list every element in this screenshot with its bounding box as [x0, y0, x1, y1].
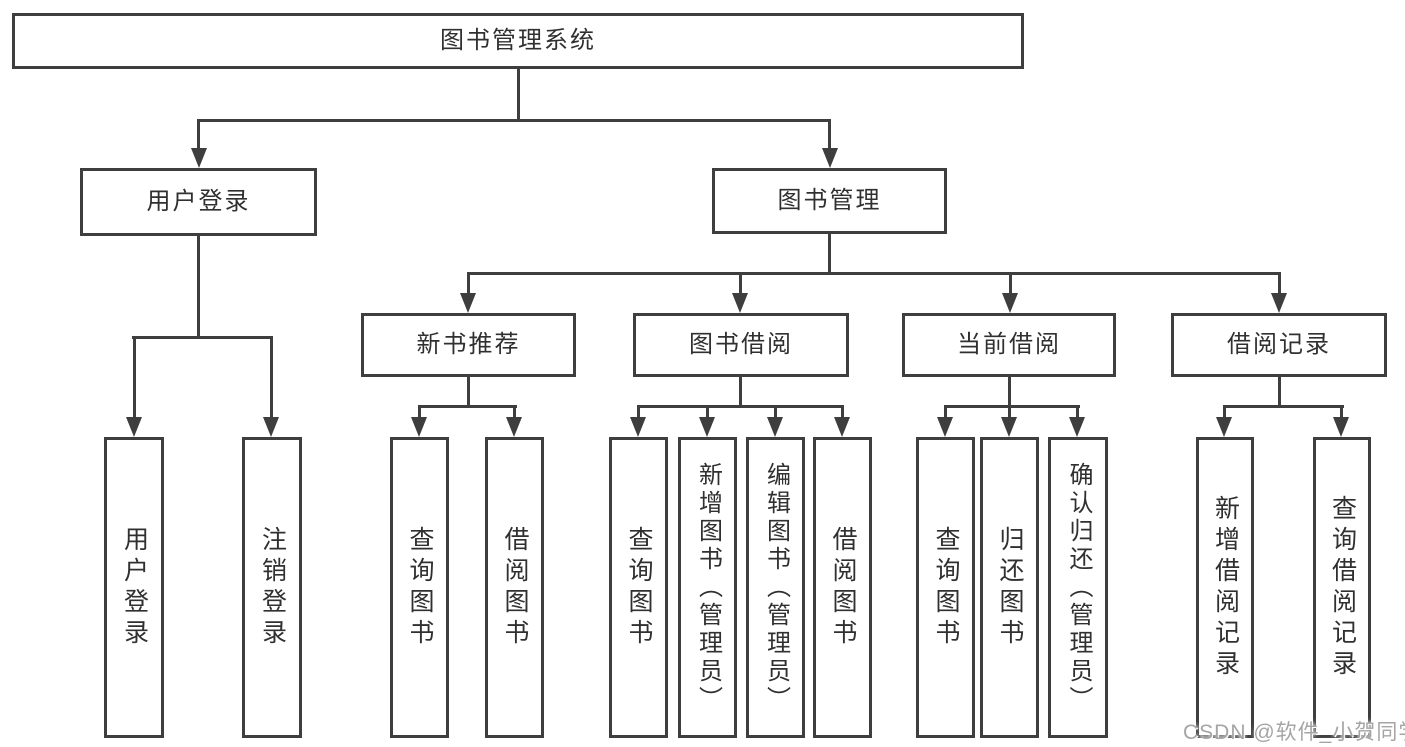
leaf-current-query-books-box: 查询图书 — [916, 437, 975, 738]
arrow-down-icon — [1333, 417, 1349, 437]
connector-book-mgmt-stem-line — [828, 119, 831, 148]
arrow-down-icon — [822, 148, 838, 168]
leaf-user-login-label: 用户登录 — [120, 525, 149, 650]
connector-login-group-stem-line — [197, 236, 200, 336]
node-borrow-record-label: 借阅记录 — [1227, 331, 1331, 358]
arrow-down-icon — [1216, 417, 1232, 437]
leaf-query-borrow-record-box: 查询借阅记录 — [1313, 437, 1371, 738]
leaf-rec-borrow-books-box: 借阅图书 — [485, 437, 544, 738]
connector-mgmt-group-stem-line — [828, 234, 831, 272]
leaf-logout-box: 注销登录 — [242, 437, 302, 738]
leaf-confirm-return-admin-label: 确认归还（管理员） — [1065, 461, 1092, 714]
connector-c3-stem-line — [1076, 405, 1079, 417]
arrow-down-icon — [767, 417, 783, 437]
connector-groupC-stem-line — [1008, 377, 1011, 405]
connector-login-leaf1-stem-line — [133, 336, 136, 417]
arrow-down-icon — [732, 293, 748, 313]
connector-current-borrow-stem-line — [1009, 272, 1012, 293]
node-user-login-label: 用户登录 — [146, 188, 251, 215]
leaf-borrow-query-books-label: 查询图书 — [625, 525, 653, 650]
arrow-down-icon — [460, 293, 476, 313]
connector-b3-stem-line — [774, 405, 777, 417]
connector-login-leaf2-stem-line — [270, 336, 273, 417]
connector-user-login-stem-line — [197, 119, 200, 148]
connector-c1-stem-line — [944, 405, 947, 417]
leaf-add-books-admin-label: 新增图书（管理员） — [694, 461, 722, 714]
node-new-book-rec-box: 新书推荐 — [361, 313, 576, 377]
leaf-return-books-box: 归还图书 — [980, 437, 1039, 738]
node-root-box: 图书管理系统 — [12, 13, 1024, 69]
arrow-down-icon — [1002, 293, 1018, 313]
node-book-borrow-label: 图书借阅 — [689, 331, 793, 358]
arrow-down-icon — [411, 417, 427, 437]
arrow-down-icon — [937, 417, 953, 437]
connector-book-borrow-stem-line — [739, 272, 742, 293]
connector-groupD-stem-line — [1278, 377, 1281, 405]
csdn-watermark: CSDN @软件_小贺同学 — [1183, 721, 1405, 744]
connector-groupA-stem-line — [467, 377, 470, 405]
arrow-down-icon — [1271, 293, 1287, 313]
arrow-down-icon — [1069, 417, 1085, 437]
node-current-borrow-box: 当前借阅 — [902, 313, 1116, 377]
connector-borrow-record-stem-line — [1278, 272, 1281, 293]
connector-a1-stem-line — [418, 405, 421, 417]
node-user-login-box: 用户登录 — [80, 168, 317, 236]
connector-c2-stem-line — [1008, 405, 1011, 417]
node-borrow-record-box: 借阅记录 — [1171, 313, 1387, 377]
arrow-down-icon — [630, 417, 646, 437]
node-book-mgmt-box: 图书管理 — [712, 168, 947, 234]
connector-groupA-branch-line — [418, 405, 517, 408]
arrow-down-icon — [126, 417, 142, 437]
connector-root-branch-line — [197, 119, 831, 122]
leaf-logout-label: 注销登录 — [258, 525, 287, 650]
node-book-borrow-box: 图书借阅 — [633, 313, 849, 377]
leaf-user-login-box: 用户登录 — [104, 437, 164, 738]
leaf-edit-books-admin-label: 编辑图书（管理员） — [762, 461, 790, 714]
leaf-query-borrow-record-label: 查询借阅记录 — [1328, 494, 1357, 681]
node-new-book-rec-label: 新书推荐 — [416, 331, 521, 358]
leaf-borrow-query-books-box: 查询图书 — [609, 437, 668, 738]
connector-d1-stem-line — [1223, 405, 1226, 417]
connector-mgmt-group-branch-line — [467, 272, 1281, 275]
connector-root-stem-line — [517, 68, 520, 119]
connector-groupB-stem-line — [739, 377, 742, 405]
node-root-label: 图书管理系统 — [440, 27, 596, 54]
arrow-down-icon — [699, 417, 715, 437]
connector-d2-stem-line — [1340, 405, 1343, 417]
connector-login-group-branch-line — [132, 336, 273, 339]
leaf-confirm-return-admin-box: 确认归还（管理员） — [1048, 437, 1108, 738]
leaf-borrow-books-box: 借阅图书 — [813, 437, 872, 738]
connector-a2-stem-line — [513, 405, 516, 417]
connector-b4-stem-line — [841, 405, 844, 417]
leaf-rec-borrow-books-label: 借阅图书 — [501, 525, 529, 650]
leaf-add-books-admin-box: 新增图书（管理员） — [678, 437, 737, 738]
arrow-down-icon — [1001, 417, 1017, 437]
leaf-current-query-books-label: 查询图书 — [932, 525, 960, 650]
connector-b2-stem-line — [706, 405, 709, 417]
connector-b1-stem-line — [637, 405, 640, 417]
arrow-down-icon — [263, 417, 279, 437]
leaf-add-borrow-record-label: 新增借阅记录 — [1211, 494, 1240, 681]
connector-groupD-branch-line — [1223, 405, 1344, 408]
connector-new-book-stem-line — [467, 272, 470, 293]
arrow-down-icon — [506, 417, 522, 437]
arrow-down-icon — [191, 148, 207, 168]
connector-groupC-branch-line — [944, 405, 1080, 408]
leaf-edit-books-admin-box: 编辑图书（管理员） — [746, 437, 805, 738]
leaf-add-borrow-record-box: 新增借阅记录 — [1196, 437, 1254, 738]
leaf-rec-query-books-box: 查询图书 — [390, 437, 449, 738]
leaf-return-books-label: 归还图书 — [996, 525, 1024, 650]
node-book-mgmt-label: 图书管理 — [777, 187, 882, 214]
connector-groupB-branch-line — [637, 405, 844, 408]
node-current-borrow-label: 当前借阅 — [957, 331, 1061, 358]
leaf-borrow-books-label: 借阅图书 — [829, 525, 857, 650]
arrow-down-icon — [834, 417, 850, 437]
leaf-rec-query-books-label: 查询图书 — [406, 525, 434, 650]
